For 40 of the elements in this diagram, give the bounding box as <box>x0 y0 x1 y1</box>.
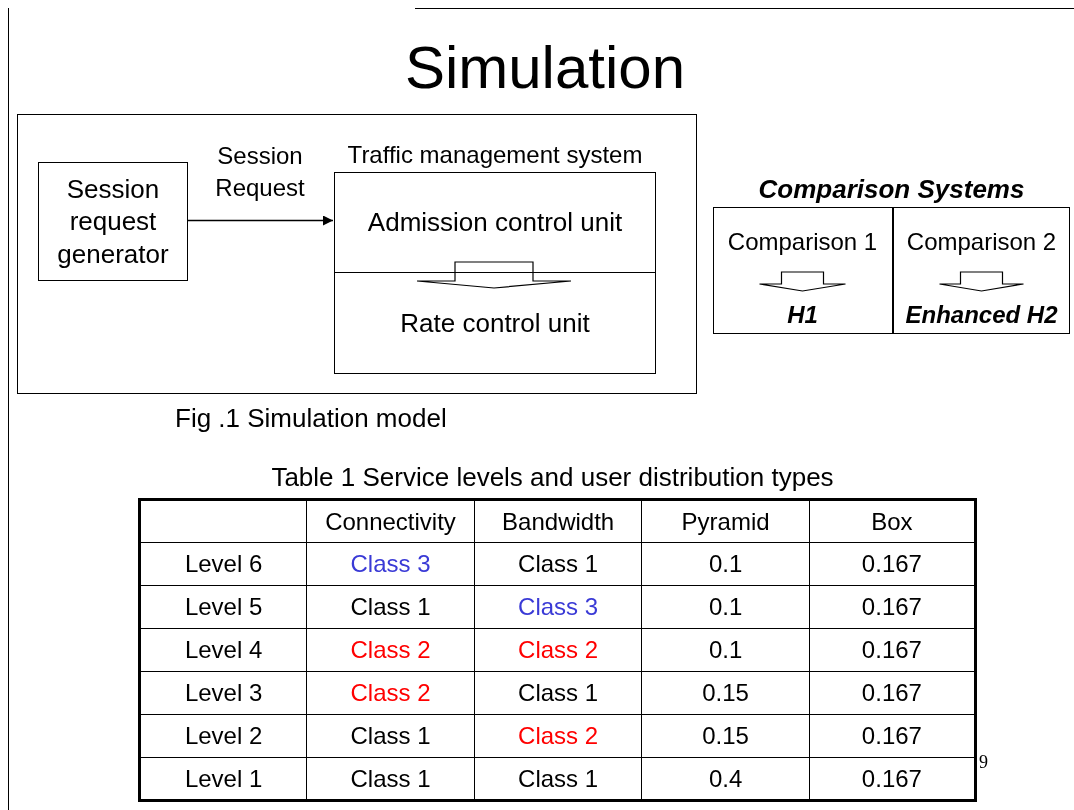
figure-caption: Fig .1 Simulation model <box>175 402 447 434</box>
block-arrow <box>416 261 572 289</box>
table-cell: Class 2 <box>474 628 642 672</box>
heading: Comparison Systems <box>757 173 1026 206</box>
table-caption: Table 1 Service levels and user distribution types <box>270 461 835 494</box>
table-cell: Class 1 <box>306 585 475 629</box>
block-arrow <box>938 271 1025 292</box>
column-header: Pyramid <box>641 499 810 543</box>
system-name: Enhanced H2 <box>893 296 1070 334</box>
table-cell: 0.1 <box>641 585 810 629</box>
table-cell: Class 2 <box>306 671 475 715</box>
system-name: Comparison 1 <box>713 222 892 262</box>
table-cell: Class 2 <box>306 628 475 672</box>
system-name: H1 <box>713 296 892 334</box>
arrow <box>186 215 334 226</box>
row-header: Level 3 <box>139 671 307 715</box>
unit-section: Admission control unit <box>334 172 656 273</box>
table-cell: Class 3 <box>474 585 642 629</box>
table-cell: Class 1 <box>474 671 642 715</box>
unit-section: Rate control unit <box>334 273 656 374</box>
row-header: Level 4 <box>139 628 307 672</box>
table-cell: Class 3 <box>306 542 475 586</box>
row-header: Level 2 <box>139 714 307 758</box>
table-cell: 0.15 <box>641 714 810 758</box>
table-cell: 0.1 <box>641 542 810 586</box>
table-cell: Class 1 <box>474 542 642 586</box>
heading: Traffic management system <box>346 140 644 170</box>
slide-title: Simulation <box>403 33 687 103</box>
table-cell: Class 1 <box>306 714 475 758</box>
table-cell: 0.15 <box>641 671 810 715</box>
block-arrow <box>758 271 847 292</box>
row-header: Level 5 <box>139 585 307 629</box>
column-header: Connectivity <box>306 499 475 543</box>
system-name: Comparison 2 <box>893 222 1070 262</box>
page-number: 9 <box>979 752 988 772</box>
process-box: Session request generator <box>38 162 188 281</box>
row-header: Level 6 <box>139 542 307 586</box>
column-header: Bandwidth <box>474 499 642 543</box>
table-cell: 0.1 <box>641 628 810 672</box>
table-cell: Class 2 <box>474 714 642 758</box>
